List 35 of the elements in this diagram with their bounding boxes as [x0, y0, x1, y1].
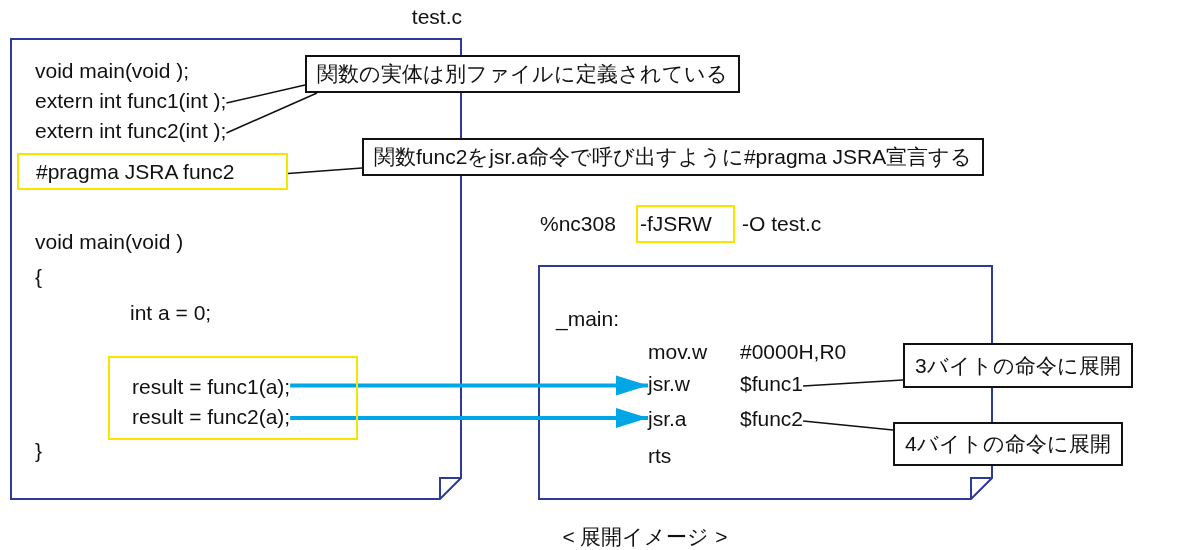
leader-line	[802, 420, 894, 431]
code-line: void main(void );	[35, 58, 190, 84]
callout-box: 3バイトの命令に展開	[903, 343, 1133, 388]
command-text: -O test.c	[742, 211, 822, 237]
caption: < 展開イメージ >	[562, 524, 728, 550]
callout-box: 関数func2をjsr.a命令で呼び出すように#pragma JSRA宣言する	[362, 138, 985, 176]
leader-line	[287, 167, 363, 175]
code-text: $func2	[740, 406, 804, 432]
code-line: void main(void )	[35, 229, 184, 255]
file-name: test.c	[411, 4, 462, 30]
code-text: jsr.w	[648, 371, 691, 397]
code-line: int a = 0;	[130, 300, 212, 326]
code-text: #0000H,R0	[740, 339, 847, 365]
code-line: {	[35, 264, 42, 290]
code-line: }	[35, 438, 42, 464]
code-line: extern int func1(int );	[35, 88, 227, 114]
highlight-box: #pragma JSRA func2	[17, 153, 288, 190]
arrow	[290, 408, 648, 428]
arrow	[290, 375, 648, 396]
code-line: rts	[648, 443, 672, 469]
leader-line	[802, 379, 904, 387]
code-text: $func1	[740, 371, 804, 397]
callout-box: 4バイトの命令に展開	[893, 422, 1123, 466]
code-line: extern int func2(int );	[35, 118, 227, 144]
callout-box: 関数の実体は別ファイルに定義されている	[305, 55, 740, 93]
code-line: result = func1(a);	[132, 374, 291, 400]
code-line: result = func2(a);	[132, 404, 291, 430]
leader-line	[225, 92, 318, 134]
code-line: _main:	[556, 306, 620, 332]
command-text: %nc308	[540, 211, 616, 237]
highlight-box	[108, 356, 358, 440]
code-text: jsr.a	[648, 406, 688, 432]
highlight-box: -fJSRW	[636, 205, 735, 243]
code-text: mov.w	[648, 339, 709, 365]
leader-line	[225, 84, 306, 104]
